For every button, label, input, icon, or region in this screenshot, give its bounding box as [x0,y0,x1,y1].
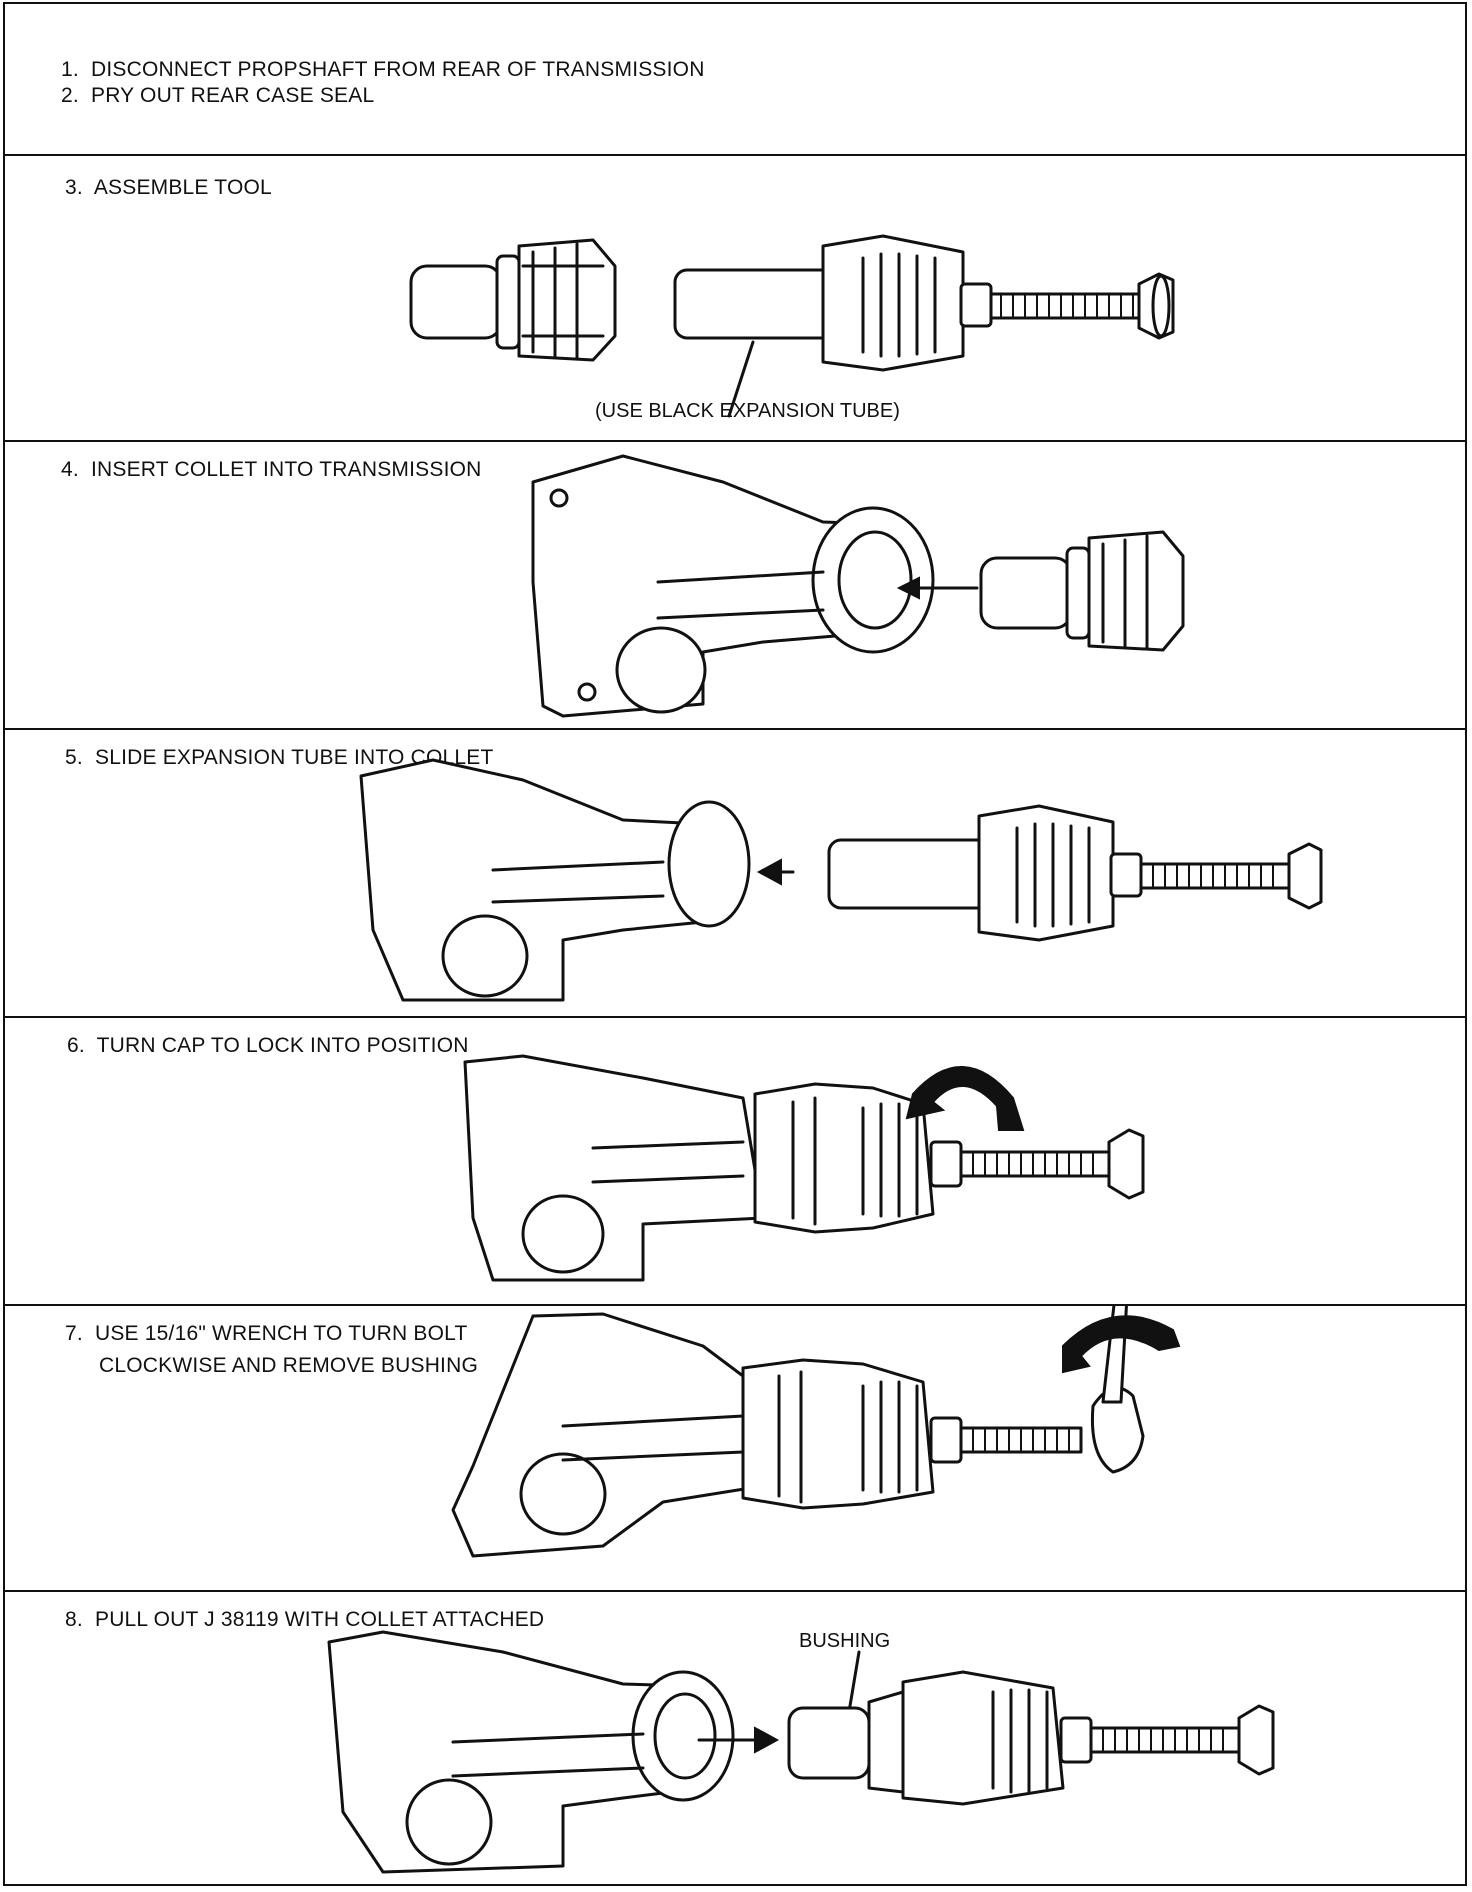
tool-assembly-drawing [787,1670,1275,1806]
step-7-text-line-1: 7. USE 15/16" WRENCH TO TURN BOLT [65,1322,468,1345]
step-4-text: 4. INSERT COLLET INTO TRANSMISSION [61,458,482,481]
collet-drawing [979,530,1185,652]
panel-step-5: 5. SLIDE EXPANSION TUBE INTO COLLET [3,730,1467,1018]
step-7-text-line-2: CLOCKWISE AND REMOVE BUSHING [99,1354,478,1377]
slide-tube-illustration [359,758,1323,1002]
step-8-text: 8. PULL OUT J 38119 WITH COLLET ATTACHED [65,1608,545,1631]
tool-assembly-drawing [741,1358,1083,1510]
step-1-text: 1. DISCONNECT PROPSHAFT FROM REAR OF TRA… [61,58,705,81]
step-2-text: 2. PRY OUT REAR CASE SEAL [61,84,375,107]
transmission-housing-drawing [327,1630,735,1874]
collet-drawing [409,238,617,362]
assemble-tool-illustration [409,234,1175,418]
pull-out-illustration [327,1630,1275,1874]
turn-bolt-illustration [451,1306,1181,1558]
panel-step-1-2: 1. DISCONNECT PROPSHAFT FROM REAR OF TRA… [3,2,1467,156]
step-5-text: 5. SLIDE EXPANSION TUBE INTO COLLET [65,746,494,769]
transmission-housing-drawing [359,758,751,1002]
insert-collet-illustration [531,454,1185,718]
transmission-housing-drawing [463,1054,765,1282]
panel-step-6: 6. TURN CAP TO LOCK INTO POSITION [3,1018,1467,1306]
panel-step-8: 8. PULL OUT J 38119 WITH COLLET ATTACHED… [3,1592,1467,1886]
panel-step-7: 7. USE 15/16" WRENCH TO TURN BOLT CLOCKW… [3,1306,1467,1592]
tool-assembly-drawing [673,234,1175,418]
turn-cap-illustration [463,1054,1145,1282]
black-tube-label: (USE BLACK EXPANSION TUBE) [595,400,900,422]
tool-assembly-drawing [753,1066,1145,1234]
wrench-drawing [1062,1306,1181,1474]
panel-step-3: 3. ASSEMBLE TOOL (USE BLACK EXPANSION TU… [3,156,1467,442]
step-3-text: 3. ASSEMBLE TOOL [65,176,272,199]
bushing-label: BUSHING [799,1630,891,1652]
panel-step-4: 4. INSERT COLLET INTO TRANSMISSION [3,442,1467,730]
tool-assembly-drawing [827,804,1323,942]
step-6-text: 6. TURN CAP TO LOCK INTO POSITION [67,1034,469,1057]
transmission-housing-drawing [451,1312,765,1558]
transmission-housing-drawing [531,454,935,718]
